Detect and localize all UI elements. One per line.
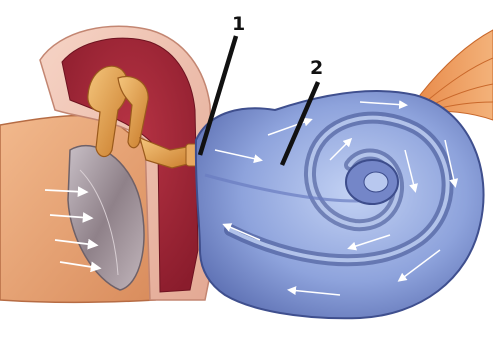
label-1: 1 [232,13,245,35]
label-2: 2 [310,57,323,79]
cochlea [196,91,484,318]
